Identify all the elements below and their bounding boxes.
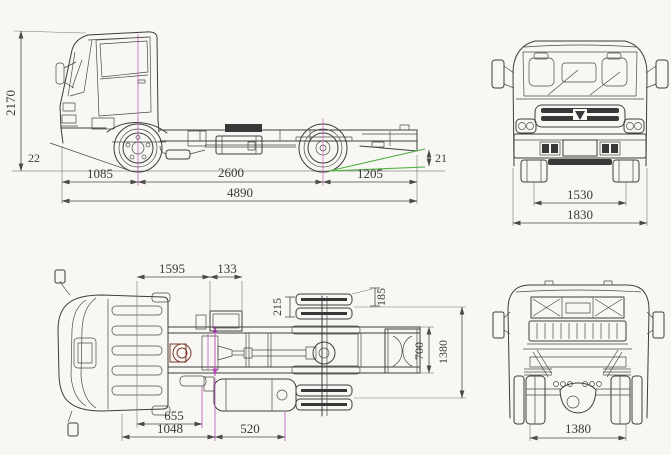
- rear-differential: [559, 382, 597, 414]
- front-view: 1530 1830: [491, 40, 669, 226]
- dim-plan-1380: 1380: [354, 306, 466, 399]
- dim-133-value: 133: [217, 261, 237, 276]
- plan-rear-wheels: [295, 293, 353, 411]
- bumper: [513, 133, 647, 165]
- dim-departure-angle: 21: [426, 149, 447, 167]
- rear-view: 1380: [492, 280, 665, 441]
- plan-view: 1595 133 215 185 700 1: [54, 261, 466, 441]
- dim-1595-value: 1595: [159, 261, 185, 276]
- windshield: [522, 51, 638, 97]
- headlight-right: [623, 118, 645, 134]
- toolbox: [225, 124, 262, 132]
- dim-rear-overhang: 1205: [322, 166, 418, 185]
- dim-approach-angle: 22: [28, 151, 40, 165]
- dim-overall-height-value: 2170: [3, 90, 18, 116]
- dim-rear-overhang-value: 1205: [357, 166, 383, 181]
- dim-overall-length: 4890: [61, 185, 418, 204]
- dim-215: 215: [270, 296, 295, 318]
- dim-overall-width-value: 1830: [567, 207, 593, 222]
- brand-emblem: [575, 111, 585, 120]
- right-mirror: [655, 59, 669, 89]
- dim-520: 520: [214, 421, 286, 440]
- dim-185: 185: [351, 287, 388, 307]
- dim-185-value: 185: [374, 288, 388, 306]
- passenger-seat: [601, 57, 628, 87]
- muffler: [165, 149, 191, 160]
- side-view: 22 21 2170 1085 2600 1205: [3, 30, 447, 204]
- dim-520-value: 520: [240, 421, 260, 436]
- dim-overall-width: 1830: [512, 168, 648, 226]
- rear-wheels: [513, 375, 643, 425]
- plan-cab: [54, 269, 171, 437]
- dim-rear-track-value: 1380: [565, 421, 591, 436]
- plan-toolbox: [209, 310, 243, 332]
- dim-133: 133: [209, 261, 243, 280]
- license-plate: [562, 139, 598, 157]
- left-mirror: [491, 59, 505, 89]
- rear-left-mirror: [492, 311, 505, 339]
- departure-angle-lines: [328, 148, 426, 172]
- dim-rear-track: 1380: [529, 421, 627, 441]
- plan-mirror-bottom: [67, 422, 79, 437]
- dim-700-value: 700: [412, 342, 426, 360]
- dim-overall-length-value: 4890: [227, 185, 253, 200]
- dim-1048: 1048: [121, 421, 216, 440]
- dim-front-track: 1530: [533, 182, 627, 206]
- dim-1048-value: 1048: [157, 421, 183, 436]
- rear-slat-panel: [528, 320, 627, 342]
- headlight-left: [515, 118, 537, 134]
- wiper-left: [547, 69, 579, 96]
- rear-window-guard: [530, 296, 625, 319]
- driver-seat: [528, 57, 555, 87]
- side-mirror: [55, 62, 65, 85]
- dim-front-overhang: 1085: [61, 166, 139, 185]
- headlight: [61, 114, 77, 124]
- dim-655-value: 655: [164, 408, 184, 423]
- plan-frame: [167, 326, 421, 374]
- side-view-chassis: [112, 124, 418, 160]
- dim-215-value: 215: [270, 298, 284, 316]
- dim-700: 700: [412, 326, 434, 374]
- differential: [312, 341, 336, 365]
- wiper-right: [589, 71, 621, 96]
- rear-suspension: [524, 349, 631, 414]
- leaf-spring-top: [291, 325, 361, 335]
- approach-angle-line: [49, 142, 132, 172]
- side-view-cab: [55, 31, 168, 144]
- grille: [534, 104, 626, 128]
- dim-front-overhang-value: 1085: [87, 166, 113, 181]
- dim-655: 655: [136, 408, 203, 427]
- dim-plan-1380-value: 1380: [436, 340, 450, 364]
- dim-overall-height: 2170: [3, 30, 87, 172]
- battery-box: [187, 130, 207, 147]
- rear-right-mirror: [652, 311, 665, 339]
- dim-wheelbase: 2600: [137, 165, 324, 185]
- plan-driveline: [169, 295, 421, 417]
- rear-crossmember-module: [384, 328, 421, 374]
- dim-departure-angle-value: 21: [435, 151, 447, 165]
- dim-approach-angle-value: 22: [28, 151, 40, 165]
- dim-wheelbase-value: 2600: [218, 165, 244, 180]
- leaf-spring-bottom: [291, 365, 361, 375]
- center-seat: [561, 62, 597, 83]
- dim-front-track-value: 1530: [567, 187, 593, 202]
- front-cab-outline: [512, 40, 648, 167]
- bellhousing: [201, 335, 219, 371]
- plan-fuel-tank: [213, 378, 297, 412]
- rear-cab-outline: [507, 284, 650, 419]
- cab-step: [91, 117, 115, 130]
- dim-1595: 1595: [136, 261, 211, 280]
- plan-mirror-top: [54, 269, 66, 284]
